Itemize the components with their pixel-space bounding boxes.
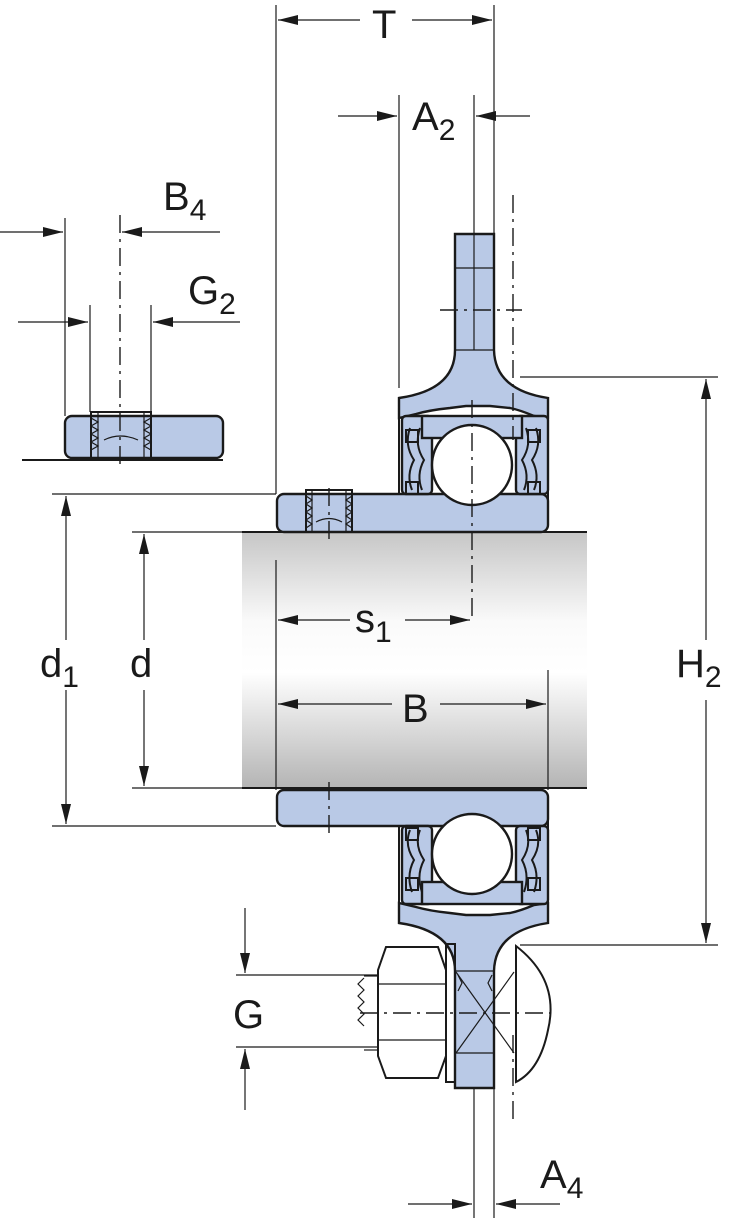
label-d1: d1 bbox=[40, 642, 79, 694]
label-T: T bbox=[372, 3, 396, 47]
label-G2: G2 bbox=[188, 269, 236, 321]
label-d: d bbox=[130, 642, 152, 686]
dimension-arrows bbox=[0, 14, 711, 1209]
label-A2: A2 bbox=[412, 95, 455, 147]
seal-bottom-left bbox=[405, 827, 426, 893]
seal-bottom-right bbox=[520, 827, 541, 893]
extension-lines bbox=[52, 5, 718, 1218]
center-lines bbox=[119, 195, 550, 1125]
label-H2: H2 bbox=[676, 642, 722, 694]
ball-bottom bbox=[430, 812, 514, 896]
label-s1: s1 bbox=[355, 597, 392, 649]
flange-housing-top bbox=[397, 232, 550, 420]
label-B: B bbox=[402, 687, 429, 731]
label-A4: A4 bbox=[540, 1153, 583, 1205]
label-B4: B4 bbox=[163, 175, 206, 227]
label-G: G bbox=[233, 993, 264, 1037]
mounting-bolt bbox=[357, 943, 552, 1084]
shaft bbox=[242, 531, 587, 789]
detail-inner-ring bbox=[22, 411, 225, 461]
seal-top-left bbox=[405, 427, 426, 495]
seal-top-right bbox=[520, 427, 541, 495]
